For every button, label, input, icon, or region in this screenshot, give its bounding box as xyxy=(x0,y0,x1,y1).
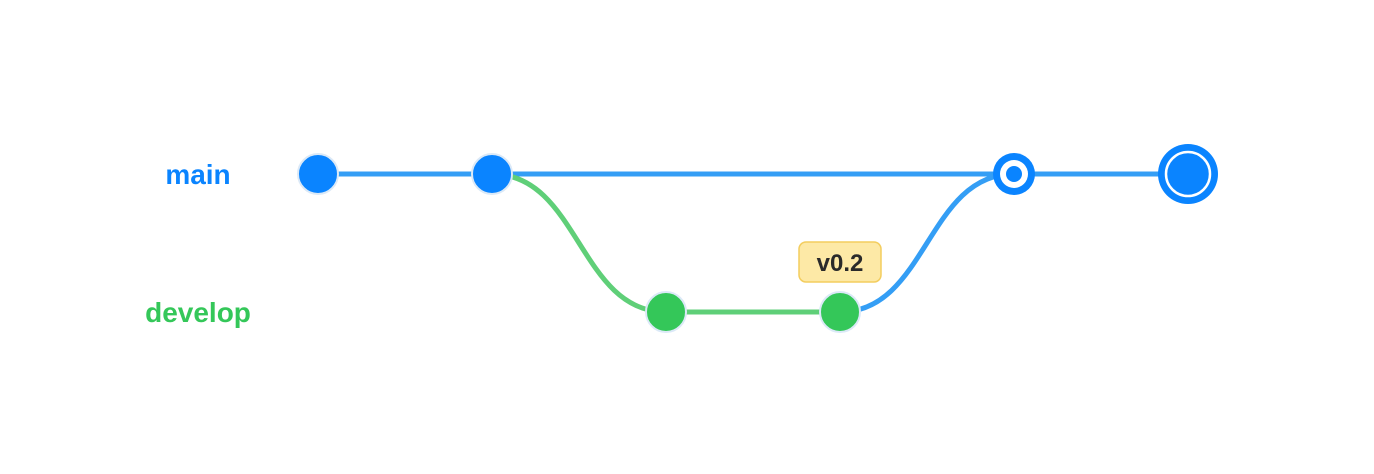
edge-c4-c5 xyxy=(837,171,1017,315)
branch-labels: main develop xyxy=(145,159,251,328)
commit-node-c4[interactable] xyxy=(819,291,861,333)
edge-c2-c3 xyxy=(489,171,669,315)
commit-node-c3[interactable] xyxy=(645,291,687,333)
branch-label-develop: develop xyxy=(145,297,251,328)
commit-nodes xyxy=(297,144,1218,333)
commit-node-c5[interactable] xyxy=(993,153,1035,195)
tag-label: v0.2 xyxy=(817,250,864,277)
tag-c4: v0.2 xyxy=(798,241,882,283)
commit-node-c1[interactable] xyxy=(297,153,339,195)
commit-tags: v0.2 xyxy=(798,241,882,283)
branch-label-main: main xyxy=(165,159,230,190)
commit-node-c6[interactable] xyxy=(1158,144,1218,204)
commit-edges xyxy=(315,171,1191,315)
commit-node-c2[interactable] xyxy=(471,153,513,195)
